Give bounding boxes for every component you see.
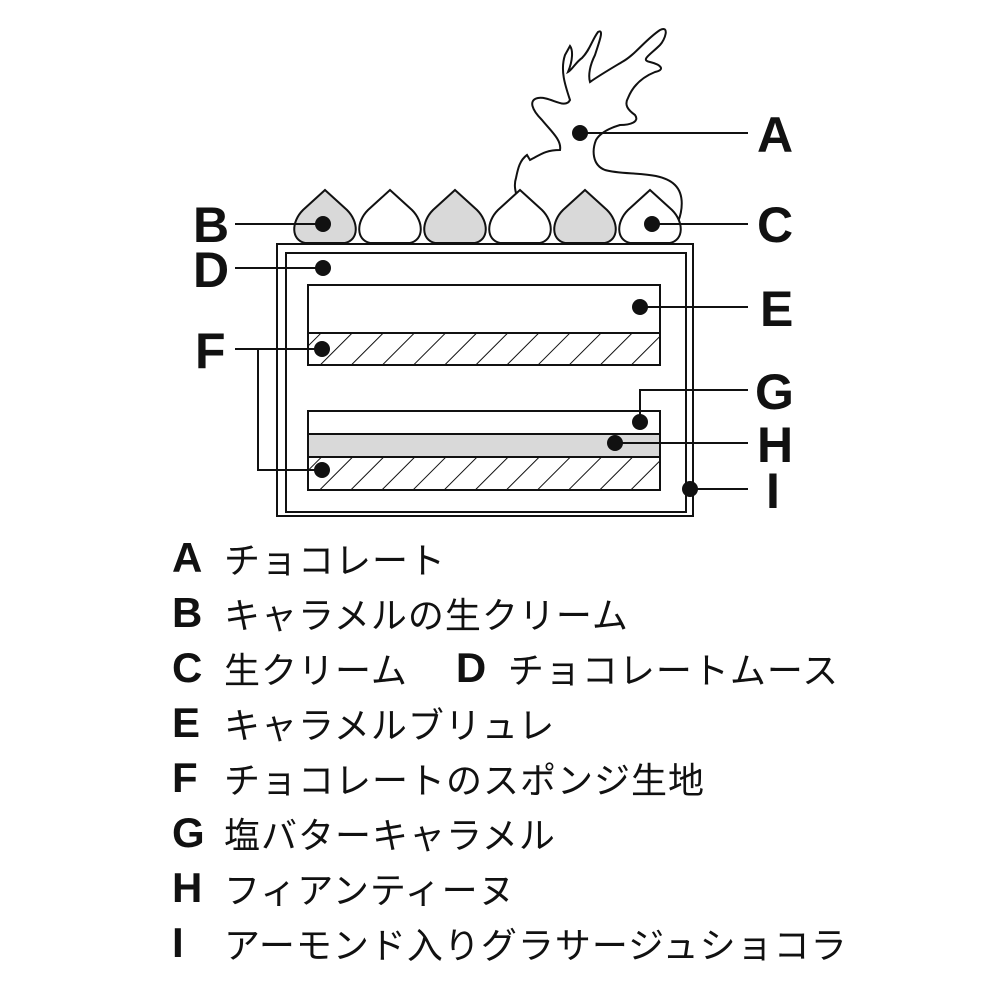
label-f: F [195, 323, 226, 379]
label-c: C [757, 197, 794, 253]
dot-f1 [314, 341, 330, 357]
label-b: B [193, 197, 230, 253]
dot-g [632, 414, 648, 430]
label-e: E [760, 281, 794, 337]
label-g: G [755, 364, 794, 420]
dot-b [315, 216, 331, 232]
caramel-cream-dollop [553, 188, 617, 244]
chocolate-reindeer [513, 28, 683, 223]
dot-h [607, 435, 623, 451]
dot-e [632, 299, 648, 315]
marker-dots [314, 125, 698, 497]
label-d: D [193, 242, 230, 298]
leader-lines [235, 132, 748, 490]
dot-c [644, 216, 660, 232]
feuilletine-layer [307, 433, 661, 458]
chocolate-mousse [285, 252, 687, 513]
caramel-cream-dollop [423, 188, 487, 244]
label-i: I [766, 463, 780, 519]
dot-f2 [314, 462, 330, 478]
dot-i [682, 481, 698, 497]
sponge-layer-top [307, 332, 661, 366]
dot-a [572, 125, 588, 141]
sponge-layer-bottom [307, 456, 661, 491]
fresh-cream-dollop [488, 188, 552, 244]
label-a: A [757, 107, 794, 163]
label-h: H [757, 417, 794, 473]
fresh-cream-dollop [358, 188, 422, 244]
dot-d [315, 260, 331, 276]
